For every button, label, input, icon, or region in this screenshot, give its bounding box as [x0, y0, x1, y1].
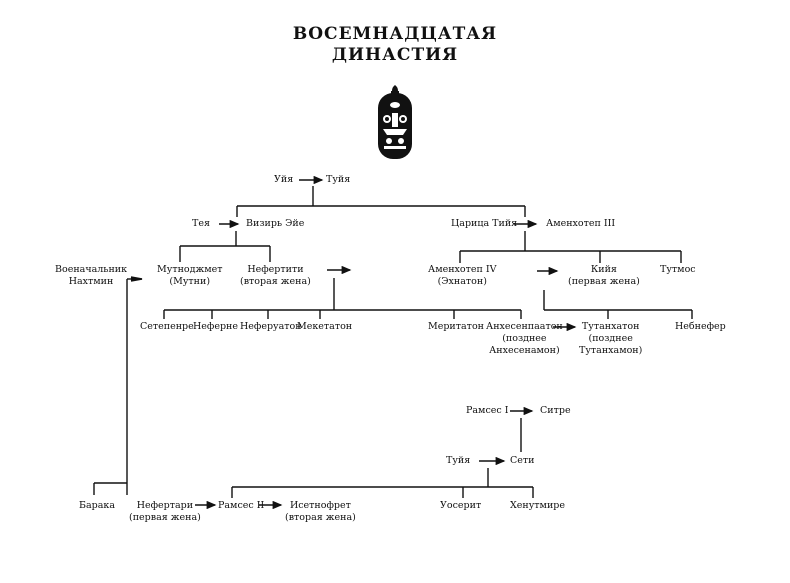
person-uiya: Уйя	[274, 174, 294, 185]
tutankhaton-line-3: Тутанхамон)	[579, 345, 643, 356]
person-neferuaton: Неферуатон	[240, 321, 302, 332]
person-sitre: Ситре	[540, 405, 571, 416]
mutnodzhmet-line-2: (Мутни)	[169, 276, 211, 287]
title-line-1: ВОСЕМНАДЦАТАЯ	[292, 24, 498, 44]
person-tutankhaton: Тутанхатон (позднее Тутанхамон)	[579, 321, 642, 357]
nefertari-line-1: Нефертари	[136, 500, 194, 511]
voenachalnik-line-1: Военачальник	[55, 264, 128, 275]
person-nefertiti: Нефертити (вторая жена)	[240, 264, 311, 288]
person-isetnofret: Исетнофрет (вторая жена)	[285, 500, 356, 524]
person-amenhotep-3: Аменхотеп III	[546, 218, 616, 229]
kiya-line-1: Кийя	[590, 264, 617, 275]
nefertiti-line-1: Нефертити	[247, 264, 304, 275]
person-nebnefer: Небнефер	[675, 321, 726, 332]
ankhesenpaaton-line-1: Анхесенпаатон	[486, 321, 563, 332]
isetnofret-line-1: Исетнофрет	[289, 500, 351, 511]
kiya-line-2: (первая жена)	[568, 276, 640, 287]
isetnofret-line-2: (вторая жена)	[285, 512, 356, 523]
voenachalnik-line-2: Нахтмин	[68, 276, 114, 287]
ankhesenpaaton-line-2: (позднее	[502, 333, 547, 344]
person-userit: Уосерит	[440, 500, 482, 511]
person-neferne: Неферне	[193, 321, 238, 332]
person-voenachalnik-nakhtmin: Военачальник Нахтмин	[55, 264, 127, 288]
scarab-cartouche-icon	[378, 85, 412, 159]
person-setepenre: Сетепенре	[140, 321, 194, 332]
amenhotep-4-line-2: (Эхнатон)	[437, 276, 487, 287]
ankhesenpaaton-line-3: Анхесенамон)	[489, 345, 560, 356]
person-tsaritsa-tiya: Царица Тийя	[451, 218, 518, 229]
person-amenhotep-4: Аменхотеп IV (Эхнатон)	[428, 264, 496, 288]
person-ankhesenpaaton: Анхесенпаатон (позднее Анхесенамон)	[486, 321, 563, 357]
person-meritaton: Меритатон	[428, 321, 484, 332]
tutankhaton-line-1: Тутанхатон	[581, 321, 640, 332]
page-title: ВОСЕМНАДЦАТАЯ ДИНАСТИЯ	[250, 24, 540, 66]
person-nefertari: Нефертари (первая жена)	[129, 500, 201, 524]
person-tutmos: Тутмос	[660, 264, 696, 275]
nefertari-line-2: (первая жена)	[129, 512, 201, 523]
person-meketaton: Мекетатон	[297, 321, 353, 332]
person-teya: Тея	[192, 218, 210, 229]
person-seti: Сети	[510, 455, 535, 466]
person-mutnodzhmet: Мутноджмет (Мутни)	[157, 264, 222, 288]
person-kiya: Кийя (первая жена)	[568, 264, 640, 288]
tutankhaton-line-2: (позднее	[588, 333, 633, 344]
person-khenutmire: Хенутмире	[510, 500, 565, 511]
amenhotep-4-line-1: Аменхотеп IV	[428, 264, 497, 275]
person-vizir-eye: Визирь Эйе	[246, 218, 305, 229]
person-ramses-1: Рамсес I	[466, 405, 509, 416]
title-line-2: ДИНАСТИЯ	[331, 45, 459, 65]
mutnodzhmet-line-1: Мутноджмет	[157, 264, 223, 275]
person-ramses-2: Рамсес II	[218, 500, 265, 511]
person-tuiya-2: Туйя	[446, 455, 471, 466]
nefertiti-line-2: (вторая жена)	[240, 276, 311, 287]
person-tuiya: Туйя	[326, 174, 351, 185]
person-baraka: Барака	[79, 500, 115, 511]
